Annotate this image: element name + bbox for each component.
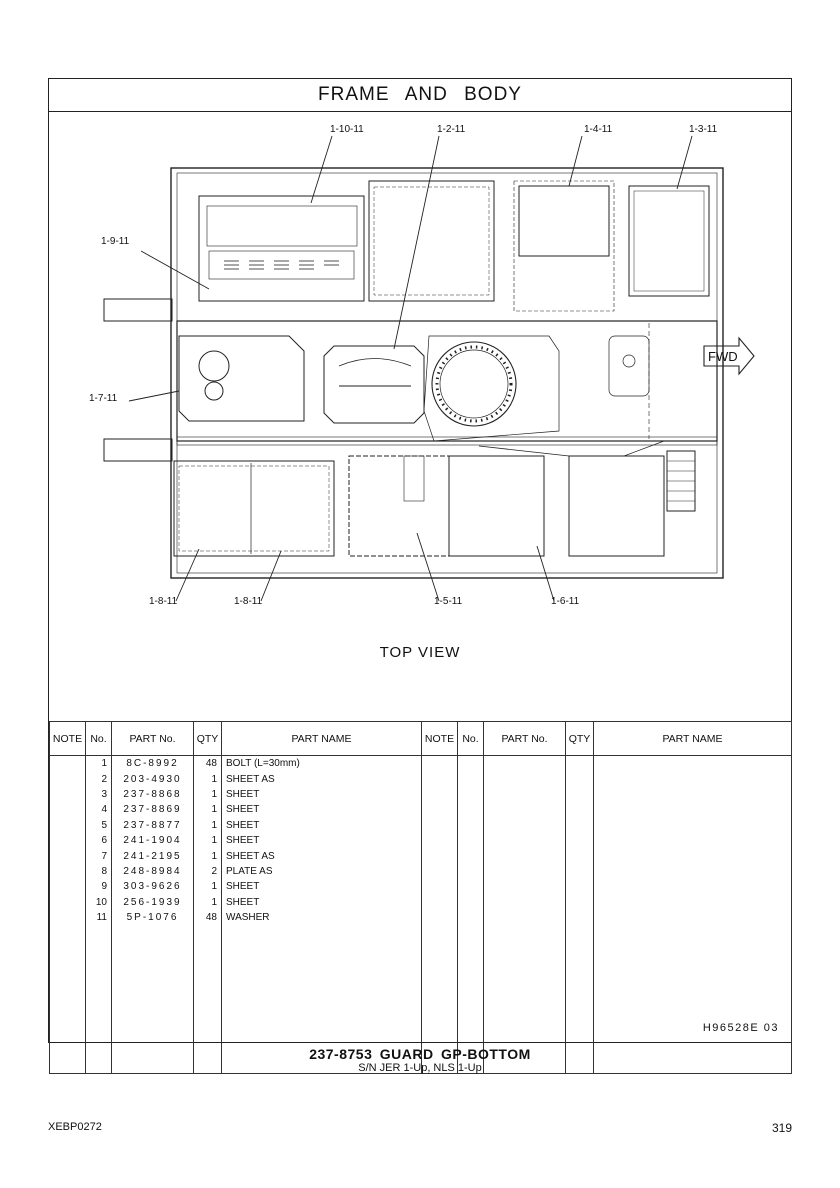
- row-part-no: 248-8984: [111, 863, 194, 880]
- col-qty-2: QTY: [565, 721, 594, 756]
- row-part-name: WASHER: [221, 909, 422, 926]
- row-part-name: SHEET: [221, 817, 422, 833]
- row-part-name: SHEET: [221, 802, 422, 818]
- row-part-name: SHEET AS: [221, 848, 422, 864]
- row-part-name: SHEET: [221, 879, 422, 895]
- callout-1-10-11: 1-10-11: [330, 124, 364, 135]
- row-part-no: 237-8869: [111, 802, 194, 818]
- row-qty: 2: [193, 863, 222, 880]
- drawing-code: H96528E 03: [702, 1022, 779, 1034]
- row-qty: 1: [193, 802, 222, 818]
- row-part-no: 241-2195: [111, 848, 194, 864]
- fwd-label: FWD: [708, 349, 738, 364]
- row-part-name: SHEET: [221, 894, 422, 910]
- row-part-name: BOLT (L=30mm): [221, 755, 422, 772]
- row-qty: 48: [193, 755, 222, 772]
- row-no: 11: [85, 909, 112, 926]
- callout-1-4-11: 1-4-11: [584, 124, 613, 135]
- col-part-name: PART NAME: [221, 721, 422, 756]
- callout-1-6-11: 1-6-11: [551, 596, 580, 607]
- row-no: 10: [85, 894, 112, 910]
- callout-1-2-11: 1-2-11: [437, 124, 466, 135]
- row-no: 4: [85, 802, 112, 818]
- caption: 237-8753 GUARD GP-BOTTOM S/N JER 1-Up, N…: [0, 1046, 840, 1074]
- row-no: 5: [85, 817, 112, 833]
- col-note-2: NOTE: [421, 721, 458, 756]
- row-qty: 1: [193, 832, 222, 849]
- col-qty: QTY: [193, 721, 222, 756]
- callout-1-8-11-right: 1-8-11: [234, 596, 263, 607]
- row-qty: 1: [193, 848, 222, 864]
- view-label: TOP VIEW: [379, 644, 461, 661]
- callout-1-3-11: 1-3-11: [689, 124, 718, 135]
- row-part-no: 5P-1076: [111, 909, 194, 926]
- page-title: FRAME AND BODY: [49, 79, 791, 112]
- col-part-no: PART No.: [111, 721, 194, 756]
- row-qty: 1: [193, 786, 222, 803]
- page-number: 319: [771, 1121, 792, 1135]
- catalog-frame: FRAME AND BODY: [48, 78, 792, 1075]
- row-qty: 1: [193, 771, 222, 787]
- row-no: 1: [85, 755, 112, 772]
- row-no: 3: [85, 786, 112, 803]
- parts-table: NOTE No. PART No. QTY PART NAME NOTE No.…: [49, 721, 792, 1075]
- callout-1-7-11: 1-7-11: [89, 393, 118, 404]
- caption-title: 237-8753 GUARD GP-BOTTOM: [309, 1046, 531, 1062]
- top-view-diagram: [103, 135, 755, 602]
- caption-serial: S/N JER 1-Up, NLS 1-Up: [358, 1062, 482, 1074]
- callout-1-8-11-left: 1-8-11: [149, 596, 178, 607]
- row-qty: 1: [193, 894, 222, 910]
- row-no: 2: [85, 771, 112, 787]
- row-no: 9: [85, 879, 112, 895]
- row-no: 6: [85, 832, 112, 849]
- row-no: 8: [85, 863, 112, 880]
- row-part-no: 237-8868: [111, 786, 194, 803]
- document-id: XEBP0272: [48, 1121, 102, 1133]
- row-part-name: SHEET: [221, 832, 422, 849]
- row-part-no: 303-9626: [111, 879, 194, 895]
- row-part-no: 256-1939: [111, 894, 194, 910]
- table-header-row: NOTE No. PART No. QTY PART NAME NOTE No.…: [49, 721, 792, 756]
- row-part-name: SHEET AS: [221, 771, 422, 787]
- callout-1-9-11: 1-9-11: [101, 236, 130, 247]
- row-part-no: 237-8877: [111, 817, 194, 833]
- row-part-no: 8C-8992: [111, 755, 194, 772]
- row-part-no: 241-1904: [111, 832, 194, 849]
- row-part-name: SHEET: [221, 786, 422, 803]
- col-part-no-2: PART No.: [483, 721, 566, 756]
- row-part-name: PLATE AS: [221, 863, 422, 880]
- row-qty: 1: [193, 879, 222, 895]
- col-no: No.: [85, 721, 112, 756]
- parts-illustration: 1-10-11 1-2-11 1-4-11 1-3-11 1-9-11 1-7-…: [49, 111, 791, 721]
- col-no-2: No.: [457, 721, 484, 756]
- col-note: NOTE: [49, 721, 86, 756]
- col-part-name-2: PART NAME: [593, 721, 792, 756]
- callout-1-5-11: 1-5-11: [434, 596, 463, 607]
- table-filler-row: [49, 925, 792, 1075]
- row-qty: 48: [193, 909, 222, 926]
- row-qty: 1: [193, 817, 222, 833]
- row-part-no: 203-4930: [111, 771, 194, 787]
- row-no: 7: [85, 848, 112, 864]
